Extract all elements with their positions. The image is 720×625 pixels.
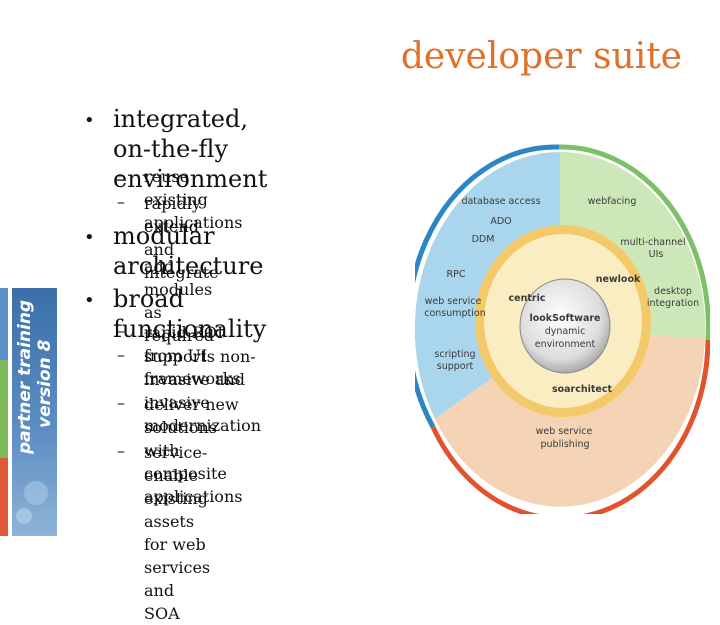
seg-label-support: support: [437, 361, 474, 372]
sidebar-stripe-green: [0, 360, 8, 458]
seg-label-integration: integration: [647, 298, 699, 309]
center-label-1: lookSoftware: [530, 313, 601, 324]
subitem-text: add modules as required: [144, 257, 215, 345]
developer-suite-wheel: lookSoftware dynamic environment newlook…: [415, 144, 710, 514]
seg-label-database-access: database access: [461, 196, 540, 207]
subitem-text: service-enable existing assets for web s…: [144, 441, 210, 625]
seg-label-rpc: RPC: [447, 269, 466, 280]
subitem-text: rapid ROI from UI frameworks: [144, 323, 241, 388]
seg-label-ddm: DDM: [472, 234, 495, 245]
rim-orange: [430, 339, 710, 514]
ring-label-newlook: newlook: [596, 274, 641, 285]
seg-label-webfacing: webfacing: [588, 196, 637, 207]
subitem-line: invasive modernization: [144, 393, 262, 435]
seg-label-multi-channel: multi-channel: [620, 237, 685, 248]
seg-label-web-service: web service: [425, 296, 482, 307]
subitem-line: for web services and SOA: [144, 535, 211, 623]
subitem-line: supports non-invasive and: [144, 347, 256, 389]
sidebar-stripe-red: [0, 458, 8, 536]
seg-label-publishing: publishing: [540, 439, 589, 450]
seg-label-uis: UIs: [649, 249, 664, 260]
dash-marker: –: [117, 321, 125, 340]
sidebar-line-1: partner training: [15, 300, 35, 455]
seg-label-ado: ADO: [490, 216, 511, 227]
dash-marker: –: [117, 255, 125, 274]
bullet-text: integrated, on-the-fly environment: [113, 104, 267, 194]
center-label-3: environment: [535, 339, 596, 350]
seg-label-scripting: scripting: [434, 349, 475, 360]
sidebar-bubble: [24, 481, 48, 505]
partner-training-sidebar: partner training version 8: [0, 288, 57, 536]
ring-label-soarchitect: soarchitect: [552, 384, 613, 395]
sidebar-stripe-blue: [0, 288, 8, 360]
dash-marker: –: [117, 192, 125, 211]
subitem-text: reuse existing applications: [144, 167, 243, 232]
slide-title: developer suite: [400, 36, 682, 77]
bullet-dot: •: [84, 110, 95, 131]
center-hub: [519, 278, 611, 374]
bullet-dot: •: [84, 227, 95, 248]
dash-marker: –: [117, 441, 125, 460]
sidebar-line-2: version 8: [35, 339, 55, 428]
subitem-text: rapidly extend and integrate: [144, 194, 219, 282]
bullet-line: environment: [113, 165, 268, 193]
bullet-text: broad functionality: [113, 285, 267, 343]
dash-marker: –: [117, 345, 125, 364]
bullet-line: integrated, on-the-fly: [113, 105, 248, 163]
subitem-line: service-enable existing assets: [144, 443, 208, 531]
center-label-2: dynamic: [545, 326, 586, 337]
subitem-line: composite applications: [144, 464, 243, 506]
subitem-line: deliver new solutions with: [144, 395, 239, 460]
ring-label-centric: centric: [509, 293, 546, 304]
seg-label-web-service-pub: web service: [536, 426, 593, 437]
subitem-text: deliver new solutions with composite app…: [144, 393, 242, 508]
seg-label-desktop: desktop: [654, 286, 692, 297]
bullet-dot: •: [84, 290, 95, 311]
dash-marker: –: [117, 165, 125, 184]
seg-label-consumption: consumption: [424, 308, 486, 319]
bullet-text: modular architecture: [113, 222, 264, 280]
subitem-text: supports non-invasive and invasive moder…: [144, 345, 261, 437]
rim-green: [558, 144, 710, 341]
rim-blue: [415, 144, 560, 429]
sidebar-bubble: [16, 508, 32, 524]
dash-marker: –: [117, 393, 125, 412]
